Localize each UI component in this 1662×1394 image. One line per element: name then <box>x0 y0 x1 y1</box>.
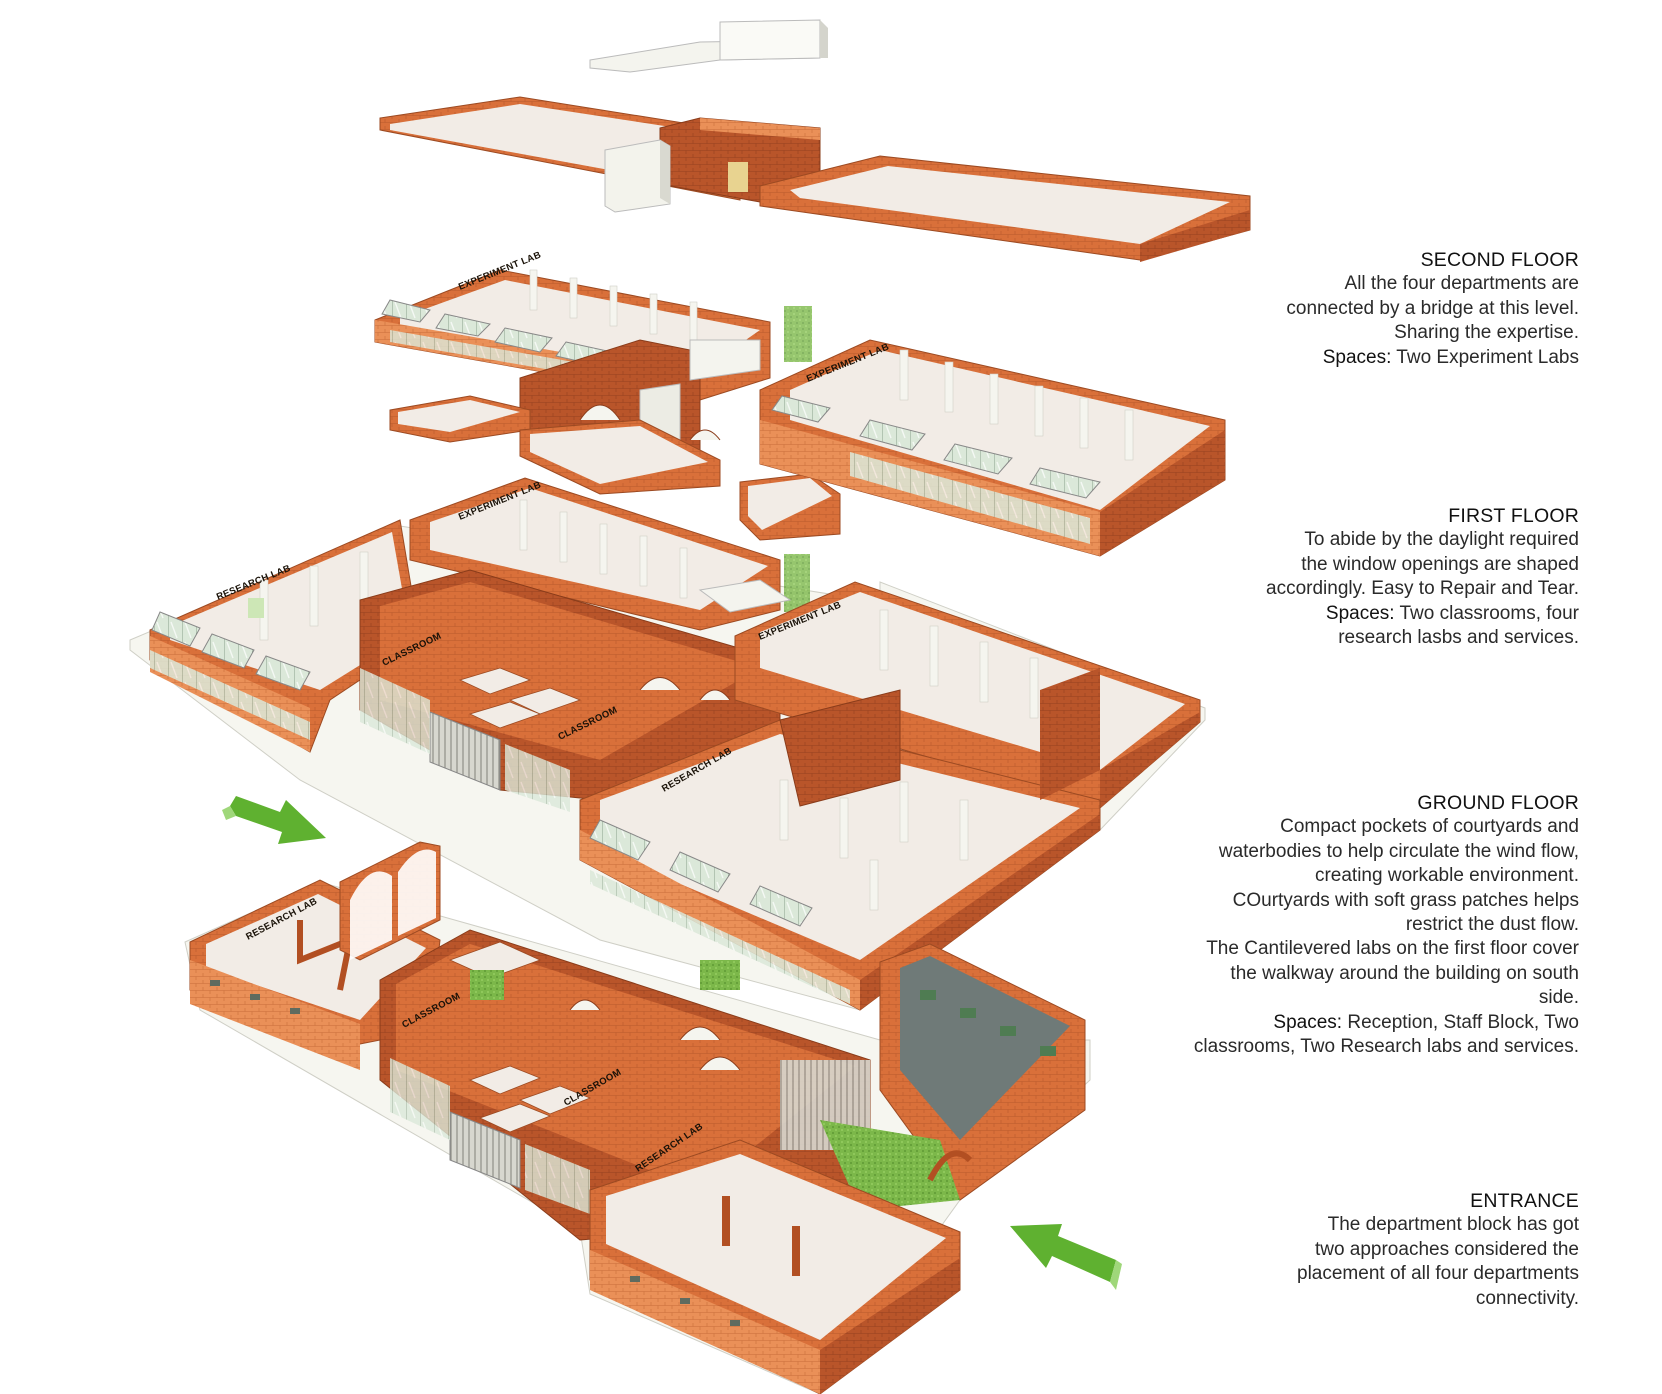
ground-floor-line: COurtyards with soft grass patches helps <box>1232 889 1579 911</box>
second-floor-note: SECOND FLOOR All the four departments ar… <box>1179 248 1579 370</box>
entrance-line: The department block has got <box>1327 1214 1579 1236</box>
ground-floor-spaces-cont: classrooms, Two Research labs and servic… <box>1193 1036 1579 1058</box>
roof-level <box>379 19 1251 262</box>
entrance-heading: ENTRANCE <box>1470 1190 1579 1212</box>
second-floor-line: connected by a bridge at this level. <box>1286 297 1579 319</box>
ground-floor-line: restrict the dust flow. <box>1405 914 1579 936</box>
green-arrow-icon <box>1010 1224 1122 1290</box>
entrance-line: two approaches considered the <box>1314 1238 1579 1260</box>
spaces-label: Spaces: <box>1325 602 1395 624</box>
spaces-text: Two classrooms, four <box>1394 602 1579 624</box>
ground-floor-heading: GROUND FLOOR <box>1417 792 1579 814</box>
first-floor-line: the window openings are shaped <box>1301 553 1579 575</box>
entrance-line: placement of all four departments <box>1297 1263 1579 1285</box>
ground-floor-line: the walkway around the building on south <box>1230 962 1579 984</box>
ground-floor-line: waterbodies to help circulate the wind f… <box>1218 840 1579 862</box>
spaces-text: Two Experiment Labs <box>1391 346 1579 368</box>
spaces-label: Spaces: <box>1322 346 1392 368</box>
green-arrow-icon <box>222 796 326 844</box>
spaces-label: Spaces: <box>1273 1011 1343 1033</box>
entrance-note: ENTRANCE The department block has got tw… <box>1179 1189 1579 1311</box>
second-floor-line: Sharing the expertise. <box>1394 322 1579 344</box>
second-floor-spaces: Spaces: Two Experiment Labs <box>1179 346 1579 370</box>
entrance-line: connectivity. <box>1475 1287 1579 1309</box>
first-floor-note: FIRST FLOOR To abide by the daylight req… <box>1179 504 1579 650</box>
ground-floor-line: Compact pockets of courtyards and <box>1280 816 1579 838</box>
second-floor-heading: SECOND FLOOR <box>1420 249 1579 271</box>
ground-floor-line: The Cantilevered labs on the first floor… <box>1206 938 1579 960</box>
ground-floor-line: creating workable environment. <box>1314 865 1579 887</box>
skylight-row <box>771 395 1101 499</box>
ground-floor-spaces: Spaces: Reception, Staff Block, Two <box>1179 1011 1579 1035</box>
first-floor-spaces: Spaces: Two classrooms, four <box>1179 602 1579 626</box>
spaces-text: Reception, Staff Block, Two <box>1342 1011 1579 1033</box>
louver-screen <box>449 1111 521 1189</box>
ground-floor-note: GROUND FLOOR Compact pockets of courtyar… <box>1179 791 1579 1059</box>
first-floor-spaces-cont: research lasbs and services. <box>1338 627 1579 649</box>
first-floor-line: accordingly. Easy to Repair and Tear. <box>1266 578 1579 600</box>
ground-floor: RESEARCH LAB CLASSROOM CLASSROOM <box>184 841 1091 1394</box>
first-floor: RESEARCH LAB EXPERIMENT LAB CLASSROOM CL… <box>129 477 1206 1011</box>
second-floor-line: All the four departments are <box>1344 273 1579 295</box>
skylight-row <box>151 611 311 691</box>
ground-floor-line: side. <box>1538 987 1579 1009</box>
second-floor: EXPERIMENT LAB <box>374 250 1226 557</box>
skylight-row <box>589 819 813 927</box>
first-floor-line: To abide by the daylight required <box>1304 529 1579 551</box>
first-floor-heading: FIRST FLOOR <box>1448 505 1579 527</box>
